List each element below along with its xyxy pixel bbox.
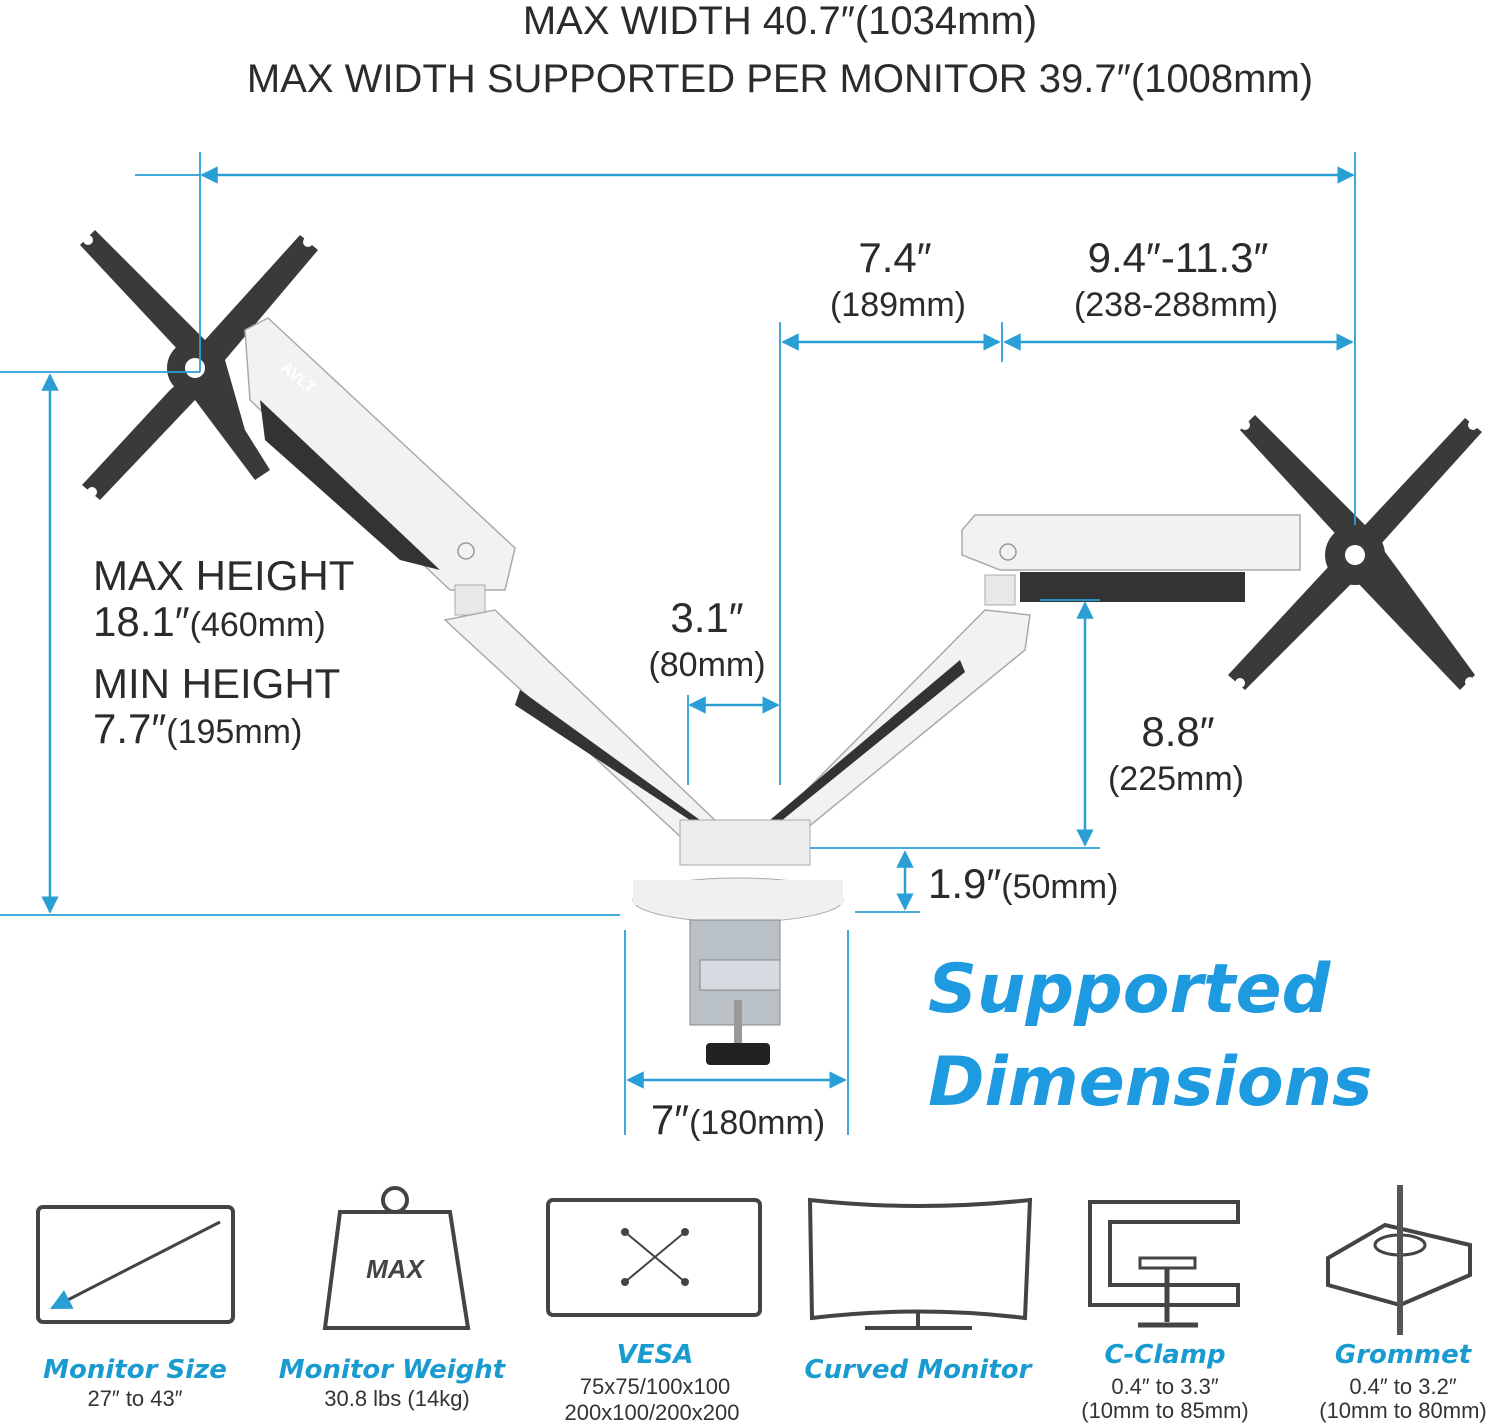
- weight-icon: MAX: [322, 1186, 471, 1330]
- feature-c-clamp-detail-1: 0.4″ to 3.3″: [1111, 1374, 1219, 1399]
- feature-curved-monitor-title: Curved Monitor: [805, 1355, 1034, 1385]
- min-height-label: MIN HEIGHT: [93, 660, 340, 707]
- dimension-lines: [0, 152, 1356, 1135]
- weight-icon-text: MAX: [366, 1254, 425, 1284]
- monitor-size-icon: [36, 1205, 235, 1324]
- feature-c-clamp-title: C-Clamp: [1104, 1340, 1225, 1370]
- arm-extension-value: 9.4″-11.3″: [1088, 234, 1269, 281]
- feature-monitor-size-title: Monitor Size: [43, 1355, 227, 1385]
- arm-rise-metric: (225mm): [1108, 760, 1244, 798]
- right-vesa-plate: [1228, 415, 1482, 690]
- curved-monitor-icon: [807, 1197, 1033, 1330]
- feature-grommet-detail-1: 0.4″ to 3.2″: [1349, 1374, 1457, 1399]
- feature-monitor-weight-title: Monitor Weight: [279, 1355, 507, 1385]
- feature-c-clamp-detail-2: (10mm to 85mm): [1081, 1398, 1248, 1423]
- c-clamp-icon: [1088, 1200, 1240, 1328]
- feature-vesa-detail-1: 75x75/100x100: [580, 1374, 730, 1399]
- base-height-value: 1.9″(50mm): [928, 860, 1118, 907]
- feature-grommet-detail-2: (10mm to 80mm): [1319, 1398, 1486, 1423]
- monitor-mount-product: AVLT: [80, 230, 1482, 1065]
- feature-monitor-weight-detail: 30.8 lbs (14kg): [324, 1386, 470, 1411]
- feature-monitor-size-detail: 27″ to 43″: [87, 1386, 182, 1411]
- max-width-per-monitor-title: MAX WIDTH SUPPORTED PER MONITOR 39.7″(10…: [247, 57, 1313, 101]
- feature-vesa-detail-2: 200x100/200x200: [565, 1400, 740, 1424]
- vesa-icon: [546, 1198, 762, 1317]
- feature-grommet-title: Grommet: [1335, 1340, 1473, 1370]
- max-width-title: MAX WIDTH 40.7″(1034mm): [523, 0, 1037, 43]
- min-height-value: 7.7″(195mm): [93, 705, 302, 752]
- arm-extension-metric: (238-288mm): [1074, 286, 1278, 324]
- pole-offset-metric: (80mm): [648, 646, 765, 684]
- arm-segment-value: 7.4″: [858, 234, 931, 281]
- pole-offset-value: 3.1″: [670, 594, 743, 641]
- max-height-value: 18.1″(460mm): [93, 598, 326, 645]
- grommet-icon: [1326, 1185, 1472, 1335]
- base-width-value: 7″(180mm): [651, 1096, 825, 1143]
- arm-segment-metric: (189mm): [830, 286, 966, 324]
- headline-line2: Dimensions: [928, 1043, 1373, 1122]
- arm-rise-value: 8.8″: [1141, 708, 1214, 755]
- feature-vesa-title: VESA: [617, 1340, 694, 1370]
- max-height-label: MAX HEIGHT: [93, 552, 354, 599]
- left-vesa-plate: [80, 230, 318, 500]
- headline-line1: Supported: [928, 950, 1332, 1029]
